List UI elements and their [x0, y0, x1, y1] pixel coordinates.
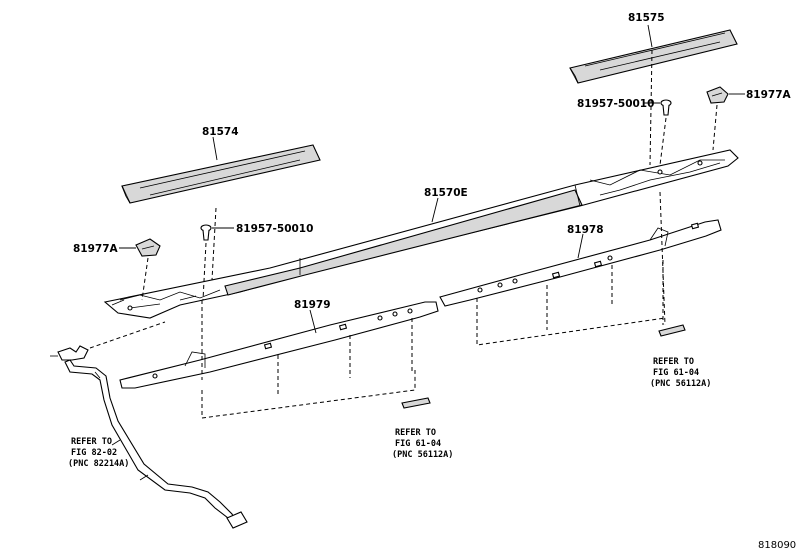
label-81957-50010-left: 81957-50010 [236, 223, 313, 235]
part-81978-retainer [439, 219, 722, 307]
note-center-line1: REFER TO [395, 428, 436, 438]
label-81979: 81979 [294, 299, 331, 311]
part-81570E-rail [103, 149, 739, 319]
label-81977A-left: 81977A [73, 243, 119, 255]
screw-81957-50010-right [660, 99, 672, 116]
figure-id: 818090 [758, 540, 796, 551]
part-81575-cover [569, 29, 738, 84]
note-center-line3: (PNC 56112A) [392, 450, 453, 460]
part-81979-retainer [119, 301, 439, 389]
label-81570E: 81570E [424, 187, 468, 199]
part-81574-cover [121, 144, 321, 204]
label-81575: 81575 [628, 12, 665, 24]
label-81978: 81978 [567, 224, 604, 236]
note-right: REFER TO FIG 61-04 (PNC 56112A) [650, 357, 711, 389]
note-right-line2: FIG 61-04 [653, 368, 699, 378]
label-81574: 81574 [202, 126, 239, 138]
label-81977A-right: 81977A [746, 89, 792, 101]
note-left-line1: REFER TO [71, 437, 112, 447]
note-left: REFER TO FIG 82-02 (PNC 82214A) [68, 437, 129, 469]
note-right-line1: REFER TO [653, 357, 694, 367]
note-left-line2: FIG 82-02 [71, 448, 117, 458]
wire-harness [50, 345, 248, 529]
label-81957-50010-right: 81957-50010 [577, 98, 654, 110]
plug-right [658, 324, 686, 337]
note-left-line3: (PNC 82214A) [68, 459, 129, 469]
plug-center [401, 397, 431, 409]
note-center: REFER TO FIG 61-04 (PNC 56112A) [392, 428, 453, 460]
note-right-line3: (PNC 56112A) [650, 379, 711, 389]
alignment-dashes [89, 49, 718, 419]
clip-81977A-right [706, 86, 729, 104]
screw-81957-50010-left [200, 224, 212, 241]
note-center-line2: FIG 61-04 [395, 439, 441, 449]
clip-81977A-left [135, 238, 161, 257]
